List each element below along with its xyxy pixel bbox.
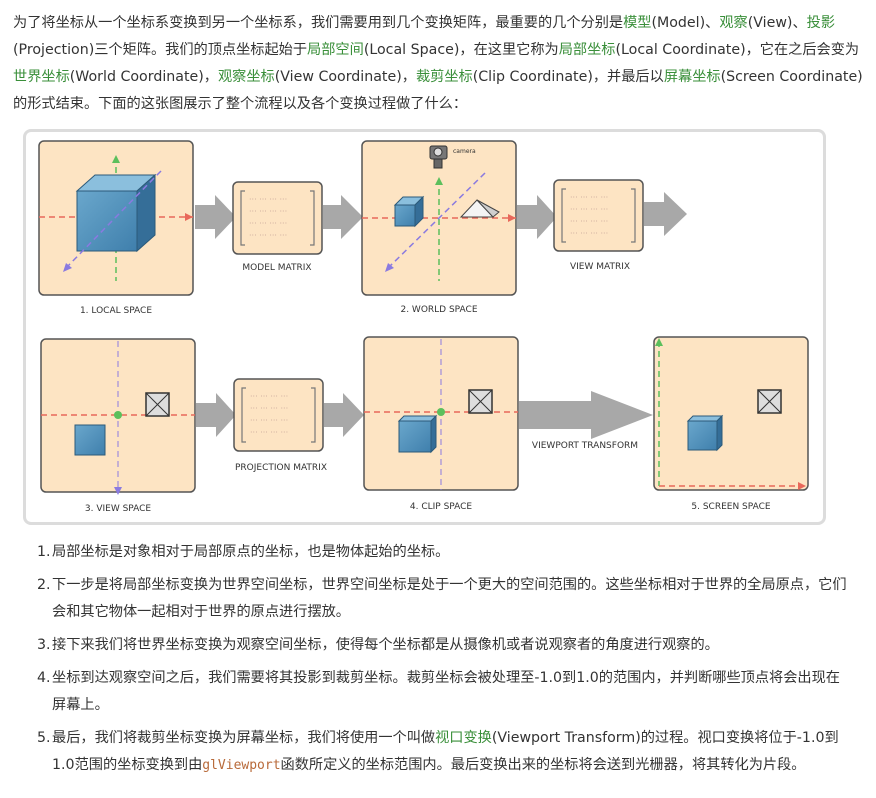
svg-text:··· ··· ··· ···: ··· ··· ··· ··· [249, 195, 287, 204]
diagram-svg: 1. LOCAL SPACE ··· ··· ··· ··· ··· ··· ·… [38, 140, 809, 514]
intro-text: (Projection)三个矩阵。我们的顶点坐标起始于 [13, 42, 308, 58]
list-item: 1.局部坐标是对象相对于局部原点的坐标，也是物体起始的坐标。 [32, 539, 852, 566]
clip-cube [397, 414, 438, 454]
list-item-text: 局部坐标是对象相对于局部原点的坐标，也是物体起始的坐标。 [52, 544, 450, 560]
view-cube [74, 424, 106, 456]
term-view: 观察 [719, 15, 748, 31]
svg-text:··· ··· ··· ···: ··· ··· ··· ··· [570, 229, 608, 238]
svg-text:··· ··· ··· ···: ··· ··· ··· ··· [250, 404, 288, 413]
intro-text: (World Coordinate)， [69, 69, 218, 85]
local-cube [75, 173, 157, 253]
view-space-label: 3. VIEW SPACE [85, 504, 152, 514]
term-projection: 投影 [806, 15, 836, 31]
svg-text:··· ··· ··· ···: ··· ··· ··· ··· [570, 193, 608, 202]
clip-space-panel [363, 336, 519, 491]
projection-matrix-label: PROJECTION MATRIX [235, 463, 327, 473]
intro-text: (Model)、 [651, 15, 720, 31]
term-world-coordinate: 世界坐标 [13, 69, 70, 85]
intro-text: (View)、 [747, 15, 807, 31]
arrow-icon [324, 393, 364, 437]
world-space-label: 2. WORLD SPACE [400, 305, 477, 315]
steps-list: 1.局部坐标是对象相对于局部原点的坐标，也是物体起始的坐标。 2.下一步是将局部… [32, 539, 852, 785]
world-cube [393, 195, 425, 228]
view-camera-box-icon [145, 392, 170, 417]
intro-text: (Clip Coordinate)，并最后以 [472, 69, 664, 85]
svg-text:··· ··· ··· ···: ··· ··· ··· ··· [250, 416, 288, 425]
arrow-icon [517, 195, 557, 239]
intro-paragraph: 为了将坐标从一个坐标系变换到另一个坐标系，我们需要用到几个变换矩阵，最重要的几个… [13, 10, 863, 118]
model-matrix-label: MODEL MATRIX [242, 263, 311, 273]
term-local-space: 局部空间 [307, 42, 364, 58]
svg-text:··· ··· ··· ···: ··· ··· ··· ··· [570, 217, 608, 226]
list-item-number: 4. [37, 670, 51, 686]
coordinate-systems-diagram: 1. LOCAL SPACE ··· ··· ··· ··· ··· ··· ·… [23, 129, 826, 525]
term-model: 模型 [623, 15, 652, 31]
svg-text:··· ··· ··· ···: ··· ··· ··· ··· [250, 392, 288, 401]
list-item-text: 坐标到达观察空间之后，我们需要将其投影到裁剪坐标。裁剪坐标会被处理至-1.0到1… [52, 670, 840, 713]
clip-space-label: 4. CLIP SPACE [410, 502, 473, 512]
world-space-panel: camera [361, 140, 517, 296]
svg-text:··· ··· ··· ···: ··· ··· ··· ··· [570, 205, 608, 214]
term-local-coordinate: 局部坐标 [558, 42, 616, 58]
svg-text:··· ··· ··· ···: ··· ··· ··· ··· [250, 428, 288, 437]
intro-text: (View Coordinate)， [274, 69, 416, 85]
intro-text: (Screen Coordinate)的形式结束。下面的这张图展示了整个流程以及… [13, 69, 863, 112]
list-item-number: 2. [37, 577, 51, 593]
list-item-number: 3. [37, 637, 51, 653]
clip-camera-box-icon [468, 389, 493, 414]
screen-camera-box-icon [757, 389, 782, 414]
view-space-panel [40, 338, 196, 495]
svg-text:··· ··· ··· ···: ··· ··· ··· ··· [249, 231, 287, 240]
view-matrix-box: ··· ··· ··· ··· ··· ··· ··· ··· ··· ··· … [553, 179, 644, 252]
arrow-icon [196, 393, 236, 437]
list-item-number: 1. [37, 544, 51, 560]
screen-space-label: 5. SCREEN SPACE [691, 502, 771, 512]
list-item-text: 接下来我们将世界坐标变换为观察空间坐标，使得每个坐标都是从摄像机或者说观察者的角… [52, 637, 719, 653]
glviewport-code: glViewport [202, 758, 281, 773]
list-item: 5.最后，我们将裁剪坐标变换为屏幕坐标，我们将使用一个叫做视口变换(Viewpo… [32, 725, 852, 779]
model-matrix-box: ··· ··· ··· ··· ··· ··· ··· ··· ··· ··· … [232, 181, 323, 255]
term-screen-coordinate: 屏幕坐标 [663, 69, 721, 85]
camera-label: camera [453, 148, 476, 155]
intro-text: (Local Space)，在这里它称为 [363, 42, 559, 58]
list-item-text: 下一步是将局部坐标变换为世界空间坐标，世界空间坐标是处于一个更大的空间范围的。这… [52, 577, 847, 620]
list-item: 2.下一步是将局部坐标变换为世界空间坐标，世界空间坐标是处于一个更大的空间范围的… [32, 572, 852, 626]
projection-matrix-box: ··· ··· ··· ··· ··· ··· ··· ··· ··· ··· … [233, 378, 324, 452]
local-space-panel [38, 140, 194, 296]
world-pyramid [459, 199, 500, 218]
camera-icon [429, 145, 448, 169]
term-view-coordinate: 观察坐标 [217, 69, 275, 85]
arrow-icon [644, 192, 687, 236]
arrow-icon [195, 195, 236, 239]
screen-space-panel [653, 336, 809, 491]
viewport-arrow-icon [519, 391, 653, 439]
list-item-number: 5. [37, 730, 51, 746]
svg-text:··· ··· ··· ···: ··· ··· ··· ··· [249, 219, 287, 228]
list-item-text: 最后，我们将裁剪坐标变换为屏幕坐标，我们将使用一个叫做 [52, 730, 436, 746]
arrow-icon [323, 195, 363, 239]
local-space-label: 1. LOCAL SPACE [80, 306, 152, 316]
svg-text:··· ··· ··· ···: ··· ··· ··· ··· [249, 207, 287, 216]
screen-cube [686, 414, 724, 452]
list-item: 3.接下来我们将世界坐标变换为观察空间坐标，使得每个坐标都是从摄像机或者说观察者… [32, 632, 852, 659]
viewport-transform-label: VIEWPORT TRANSFORM [532, 441, 638, 451]
viewport-transform-link[interactable]: 视口变换 [435, 730, 492, 746]
list-item-text: (Viewport Transform)的过程。视口变换将位于-1.0到1.0范… [52, 730, 839, 773]
term-clip-coordinate: 裁剪坐标 [415, 69, 473, 85]
list-item-text: 函数所定义的坐标范围内。最后变换出来的坐标将会送到光栅器，将其转化为片段。 [280, 757, 806, 773]
intro-text: (Local Coordinate)，它在之后会变为 [615, 42, 860, 58]
view-matrix-label: VIEW MATRIX [570, 262, 630, 272]
list-item: 4.坐标到达观察空间之后，我们需要将其投影到裁剪坐标。裁剪坐标会被处理至-1.0… [32, 665, 852, 719]
intro-text: 为了将坐标从一个坐标系变换到另一个坐标系，我们需要用到几个变换矩阵，最重要的几个… [13, 15, 624, 31]
